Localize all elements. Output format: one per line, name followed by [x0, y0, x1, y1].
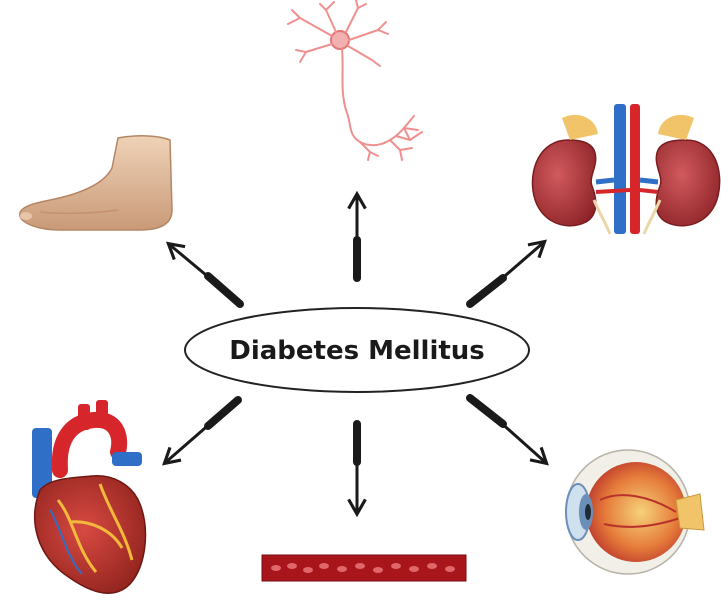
neuron-illustration: [288, 0, 422, 160]
blood-vessel-illustration: [262, 555, 466, 581]
center-node: Diabetes Mellitus: [185, 308, 529, 392]
foot-illustration: [20, 136, 172, 230]
eye-illustration: [566, 450, 704, 574]
kidneys-illustration: [532, 104, 719, 234]
arrow-to-foot: [170, 245, 240, 304]
center-title: Diabetes Mellitus: [229, 336, 485, 366]
arrow-to-eye: [470, 398, 545, 462]
heart-illustration: [32, 400, 145, 593]
arrow-to-heart: [166, 400, 238, 462]
arrow-to-kidneys: [470, 243, 543, 304]
